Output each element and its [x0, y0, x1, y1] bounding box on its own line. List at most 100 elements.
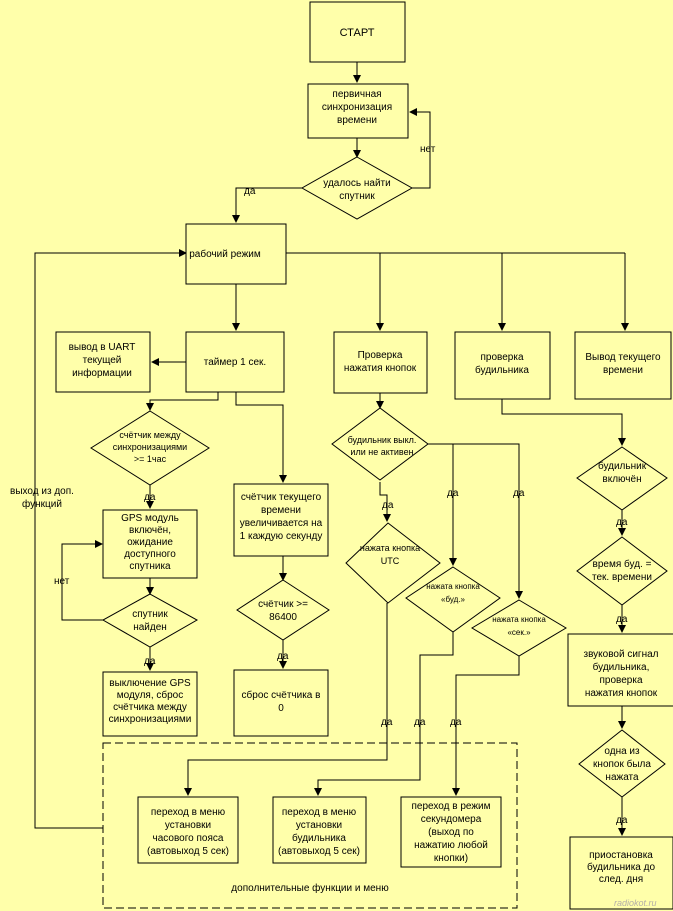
- node-satellite-found-line-1: удалось найти: [323, 178, 390, 189]
- label-no-sat: нет: [420, 144, 436, 155]
- node-work-mode: рабочий режим: [189, 248, 261, 260]
- edge-sat-yes: [232, 187, 302, 223]
- node-alarm-off-check-shape: [331, 407, 429, 481]
- node-uart-output-box: [55, 331, 151, 393]
- edge-alarm-enabled: [501, 399, 626, 446]
- label-yes-alarm-enabled: да: [616, 517, 628, 528]
- node-stopwatch-line-3: (выход по: [428, 827, 474, 838]
- node-alarm-time-eq: время буд. = тек. времени: [592, 558, 652, 583]
- label-yes-utc-check: да: [382, 500, 394, 511]
- node-initial-sync-line-1: первичная: [332, 89, 381, 100]
- extra-functions-group: [102, 742, 518, 909]
- node-gps-off-box: [102, 671, 198, 737]
- node-timer: таймер 1 сек.: [204, 357, 266, 368]
- node-any-pressed-shape: [578, 729, 666, 798]
- node-sec-btn-pressed-shape: [471, 599, 567, 657]
- node-show-time-box: [574, 331, 672, 400]
- node-sat-found2-line-2: найден: [133, 622, 167, 633]
- node-work-mode-line-1: рабочий режим: [189, 248, 261, 260]
- node-sync-interval-line-3: >= 1час: [134, 454, 167, 464]
- node-counter-check-line-2: 86400: [269, 612, 297, 623]
- edge-sec-stopwatch: [452, 656, 520, 796]
- node-alarm-enabled-line-1: будильник: [598, 460, 647, 472]
- node-menu-alarm-line-2: установки: [296, 820, 342, 831]
- node-check-buttons-box: [333, 331, 428, 394]
- edge-sat2-no: [61, 540, 103, 621]
- node-utc-pressed-shape: [345, 522, 441, 604]
- node-alarm-signal-line-2: будильника,: [593, 661, 650, 673]
- label-exit-extra-line-1: выход из доп.: [10, 486, 74, 497]
- node-alarm-time-eq-shape: [576, 536, 668, 606]
- node-gps-on-line-4: доступного: [124, 549, 176, 560]
- node-gps-on-line-2: включён,: [129, 525, 171, 536]
- node-alarm-off-check-line-1: будильник выкл.: [348, 435, 417, 445]
- node-satellite-found-shape: [300, 156, 414, 220]
- node-counter-check-shape: [236, 579, 330, 641]
- node-counter-inc-line-3: увеличивается на: [240, 518, 323, 529]
- node-show-time-line-1: Вывод текущего: [585, 352, 661, 363]
- node-alarm-suspend-box: [569, 836, 673, 910]
- label-no-sat2: нет: [54, 576, 70, 587]
- node-gps-on-line-1: GPS модуль: [121, 513, 179, 524]
- node-menu-tz-line-4: (автовыход 5 сек): [147, 846, 229, 857]
- node-sec-btn-pressed-line-2: «сек.»: [507, 628, 531, 637]
- label-yes-sec: да: [450, 717, 462, 728]
- node-check-alarm-line-1: проверка: [480, 352, 523, 363]
- node-any-pressed-line-3: нажата: [605, 772, 639, 783]
- node-alarm-btn-pressed: нажата кнопка«буд.»: [426, 582, 480, 604]
- label-yes-sat: да: [244, 186, 256, 197]
- edge-check-sec: [428, 443, 523, 599]
- node-sec-btn-pressed-line-1: нажата кнопка: [492, 615, 546, 624]
- node-check-buttons-line-2: нажатия кнопок: [344, 363, 417, 374]
- node-alarm-off-check-line-2: или не активен: [350, 447, 413, 457]
- node-timer-box: [185, 331, 285, 393]
- node-counter-check: счётчик >=86400: [258, 599, 308, 623]
- edge-bud-menu: [314, 632, 454, 796]
- node-sync-interval-line-2: синхронизациями: [113, 442, 187, 452]
- edge-exit-extra: [34, 249, 187, 829]
- node-counter-inc-line-4: 1 каждую секунду: [240, 531, 323, 542]
- node-gps-off-line-4: синхронизациями: [109, 714, 192, 725]
- node-counter-inc-line-2: времени: [261, 505, 301, 516]
- node-alarm-signal-line-3: проверка: [599, 675, 642, 686]
- node-alarm-suspend-line-2: будильника до: [587, 861, 656, 873]
- node-alarm-time-eq-line-2: тек. времени: [592, 572, 652, 583]
- label-yes-utc: да: [381, 717, 393, 728]
- node-start: СТАРТ: [340, 27, 375, 39]
- node-stopwatch-line-1: переход в режим: [412, 801, 491, 812]
- edge-check-bud: [428, 443, 457, 566]
- node-utc-pressed-line-1: нажата кнопка: [360, 543, 420, 553]
- node-any-pressed-line-1: одна из: [604, 746, 640, 757]
- node-alarm-btn-pressed-line-1: нажата кнопка: [426, 582, 480, 591]
- label-yes-interval: да: [144, 492, 156, 503]
- node-timer-line-1: таймер 1 сек.: [204, 357, 266, 368]
- node-menu-alarm-box: [272, 796, 367, 864]
- node-start-line-1: СТАРТ: [340, 27, 375, 39]
- edge-utc-menu: [184, 603, 388, 796]
- node-menu-alarm-line-1: переход в меню: [282, 807, 357, 818]
- node-initial-sync-line-3: времени: [337, 115, 377, 126]
- edge-timer-interval: [146, 392, 219, 411]
- node-gps-on-box: [102, 509, 198, 579]
- node-menu-alarm-line-3: будильника: [292, 832, 346, 844]
- node-alarm-suspend-line-3: след. дня: [599, 874, 643, 885]
- node-alarm-signal-box: [567, 633, 673, 707]
- node-alarm-time-eq-line-1: время буд. =: [593, 558, 652, 570]
- node-alarm-signal-line-4: нажатия кнопок: [585, 688, 658, 699]
- node-any-pressed-line-2: кнопок была: [593, 758, 651, 770]
- edge-timer-counter: [235, 392, 287, 483]
